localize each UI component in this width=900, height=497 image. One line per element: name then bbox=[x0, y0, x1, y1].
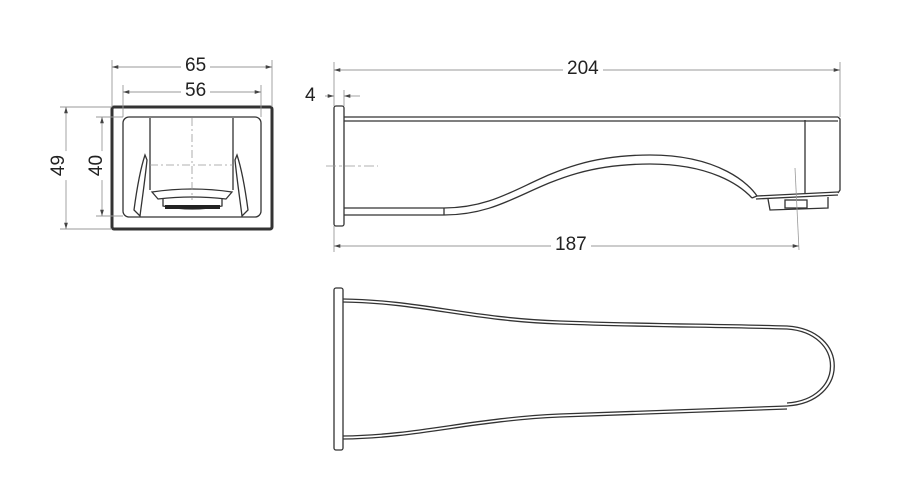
dim-label-front-height-inner: 40 bbox=[86, 150, 107, 181]
dim-label-front-height-outer: 49 bbox=[48, 150, 69, 181]
dim-label-front-width-outer: 65 bbox=[181, 56, 211, 75]
side-view bbox=[326, 105, 841, 251]
dim-label-total-length: 204 bbox=[563, 59, 603, 78]
side-dimension-lines bbox=[325, 62, 841, 252]
dim-label-flange-thickness: 4 bbox=[301, 86, 320, 105]
front-view bbox=[110, 105, 274, 231]
dim-label-outlet-projection: 187 bbox=[551, 235, 591, 254]
top-view bbox=[333, 287, 835, 451]
dim-label-front-width-inner: 56 bbox=[181, 81, 211, 100]
